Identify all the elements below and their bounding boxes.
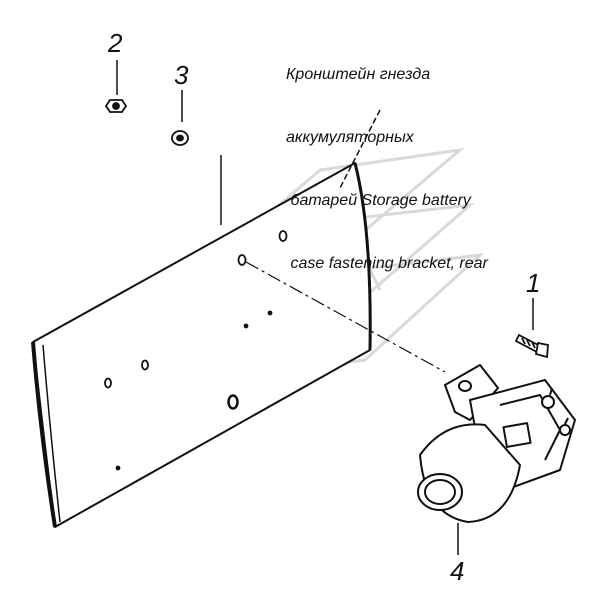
caption-line: аккумуляторных (286, 129, 414, 146)
bolt-part-1 (514, 333, 549, 359)
leader-lines (116, 60, 534, 555)
callout-4: 4 (450, 556, 465, 586)
plate-hole (237, 254, 247, 266)
plate-hole (267, 310, 273, 316)
caption-line: case fastening bracket, rear (286, 255, 488, 272)
bracket-plate (31, 162, 372, 528)
plate-hole (227, 394, 239, 410)
plate-hole (104, 377, 112, 389)
plate-hole (115, 465, 121, 471)
callout-2: 2 (108, 28, 123, 58)
plate-hole (278, 230, 288, 242)
plate-hole (141, 359, 149, 371)
nut-part-2 (104, 99, 128, 113)
plate-hole (243, 323, 249, 329)
leader-line-caption (339, 109, 381, 189)
caption-line: батарей Storage battery (286, 192, 471, 209)
washer-part-3 (171, 130, 189, 146)
part-caption: Кронштейн гнезда аккумуляторных батарей … (286, 22, 488, 295)
connector-block (502, 422, 532, 448)
assembly-axis-line (245, 261, 446, 373)
callout-3: 3 (174, 60, 189, 90)
callout-1: 1 (526, 268, 541, 298)
plate-holes (104, 230, 288, 471)
caption-line: Кронштейн гнезда (286, 66, 431, 83)
switch-part-4 (417, 364, 576, 523)
